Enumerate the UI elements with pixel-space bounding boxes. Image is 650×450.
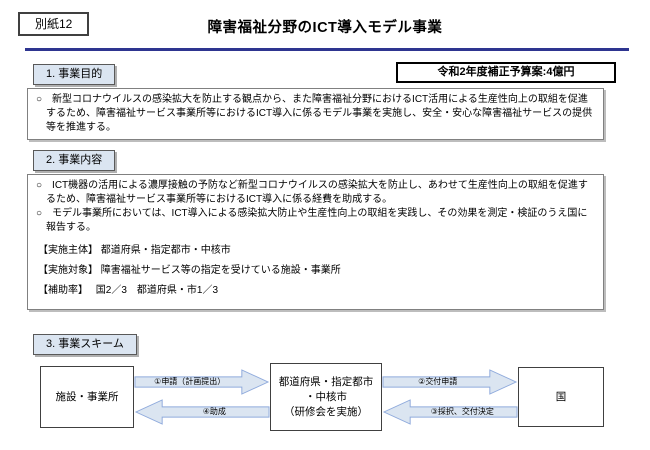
section-2-body: ○ ICT機器の活用による濃厚接触の予防など新型コロナウイルスの感染拡大を防止し… xyxy=(27,174,604,310)
arrow-label: ①申請（計画提出） xyxy=(154,377,226,386)
section-1-header-row: 1. 事業目的 令和2年度補正予算案:4億円 xyxy=(27,62,616,85)
node-line: （研修会を実施） xyxy=(284,405,368,418)
arrow-column-left: ①申請（計画提出） ④助成 xyxy=(134,369,270,425)
title-underline xyxy=(25,48,629,51)
node-line: ・中核市 xyxy=(305,390,347,403)
arrow-grant-application: ②交付申請 xyxy=(382,369,518,395)
attachment-tag: 別紙12 xyxy=(18,12,90,36)
section-1-heading: 1. 事業目的 xyxy=(33,64,116,85)
left-block-arrow-icon xyxy=(382,399,518,425)
section-3-heading: 3. 事業スキーム xyxy=(33,334,137,355)
scheme-node-prefecture: 都道府県・指定都市 ・中核市 （研修会を実施） xyxy=(270,363,382,431)
scheme-node-nation: 国 xyxy=(518,367,604,427)
left-block-arrow-icon xyxy=(134,399,270,425)
scheme-node-facility: 施設・事業所 xyxy=(40,366,134,428)
arrow-grant-decision: ③採択、交付決定 xyxy=(382,399,518,425)
main-content: 1. 事業目的 令和2年度補正予算案:4億円 ○ 新型コロナウイルスの感染拡大を… xyxy=(27,62,616,431)
arrow-subsidy: ④助成 xyxy=(134,399,270,425)
arrow-column-right: ②交付申請 ③採択、交付決定 xyxy=(382,369,518,425)
section-1-body: ○ 新型コロナウイルスの感染拡大を防止する観点から、また障害福祉分野におけるIC… xyxy=(27,88,604,140)
arrow-label: ②交付申請 xyxy=(418,377,458,386)
content-paragraph: ○ モデル事業所においては、ICT導入による感染拡大防止や生産性向上の取組を実践… xyxy=(36,208,588,233)
page-title: 障害福祉分野のICT導入モデル事業 xyxy=(207,20,443,36)
arrow-application: ①申請（計画提出） xyxy=(134,369,270,395)
right-block-arrow-icon xyxy=(382,369,518,395)
page-header: 別紙12 障害福祉分野のICT導入モデル事業 xyxy=(0,0,650,42)
right-block-arrow-icon xyxy=(134,369,270,395)
detail-subsidy-rate: 【補助率】 国2／3 都道府県・市1／3 xyxy=(38,285,219,296)
purpose-paragraph: ○ 新型コロナウイルスの感染拡大を防止する観点から、また障害福祉分野におけるIC… xyxy=(36,94,593,133)
budget-box: 令和2年度補正予算案:4億円 xyxy=(396,62,616,83)
arrow-label: ③採択、交付決定 xyxy=(430,407,494,416)
section-2-heading: 2. 事業内容 xyxy=(33,150,116,171)
arrow-label: ④助成 xyxy=(202,407,226,416)
detail-implementing-body: 【実施主体】 都道府県・指定都市・中核市 xyxy=(38,245,231,256)
content-paragraph: ○ ICT機器の活用による濃厚接触の予防など新型コロナウイルスの感染拡大を防止し… xyxy=(36,180,588,205)
scheme-diagram: 施設・事業所 ①申請（計画提出） ④助成 都道府県・指定都市 ・中核市 xyxy=(27,363,604,431)
node-line: 都道府県・指定都市 xyxy=(278,375,374,388)
detail-target: 【実施対象】 障害福祉サービス等の指定を受けている施設・事業所 xyxy=(38,265,341,276)
